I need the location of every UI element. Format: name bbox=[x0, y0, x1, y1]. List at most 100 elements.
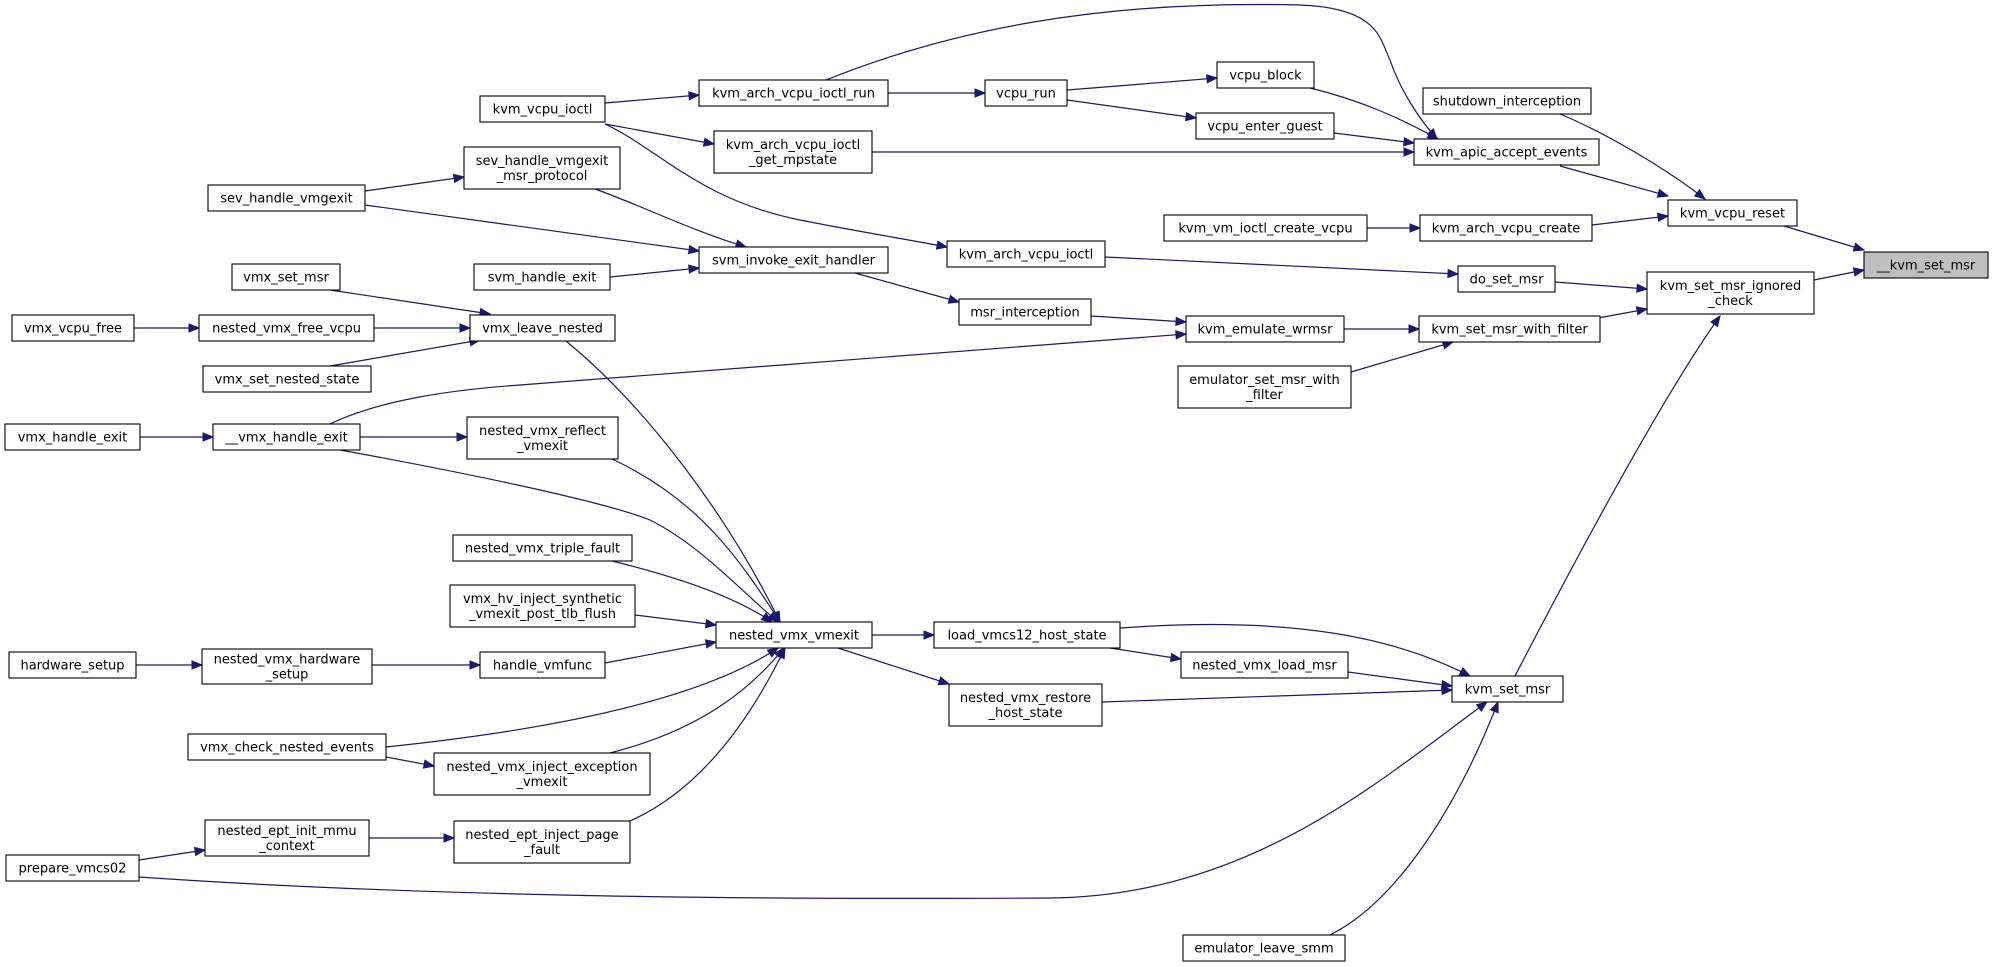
edge-vmx_vcpu_free-to-nested_vmx_free_vcpu bbox=[134, 323, 201, 333]
node-kvm-apic-accept-events[interactable]: kvm_apic_accept_events bbox=[1413, 138, 1600, 166]
node-label: shutdown_interception bbox=[1433, 95, 1581, 110]
edge-vmx_handle_exit-to-vmx_handle_exit_dunder bbox=[140, 432, 215, 442]
node-box bbox=[231, 263, 341, 291]
edge-line bbox=[604, 123, 715, 145]
node-nested-vmx-load-msr[interactable]: nested_vmx_load_msr bbox=[1180, 651, 1349, 679]
node-label: nested_vmx_restore bbox=[960, 691, 1091, 706]
node-box bbox=[11, 314, 135, 342]
node-kvm-emulate-wrmsr[interactable]: kvm_emulate_wrmsr bbox=[1185, 315, 1345, 343]
edge-vmx_check_nested_events-to-nested_vmx_vmexit bbox=[385, 647, 780, 748]
node-label: nested_vmx_free_vcpu bbox=[212, 322, 361, 337]
node-nested-vmx-free-vcpu[interactable]: nested_vmx_free_vcpu bbox=[198, 314, 375, 342]
edge-vmx_check_nested_events-to-nested_vmx_inject_exception_vmexit bbox=[385, 756, 436, 769]
node-nested-ept-inject-page-fault[interactable]: nested_ept_inject_page_fault bbox=[453, 820, 631, 864]
node-nested-vmx-hardware-setup[interactable]: nested_vmx_hardware_setup bbox=[201, 648, 373, 685]
node-kvm-set-msr-ignored-check[interactable]: kvm_set_msr_ignored_check bbox=[1646, 271, 1815, 315]
node-label: prepare_vmcs02 bbox=[19, 862, 127, 877]
edge-msr_interception-to-kvm_emulate_wrmsr bbox=[1090, 315, 1188, 327]
edge-kvm_set_msr_with_filter-to-kvm_set_msr_ignored_check bbox=[1597, 306, 1649, 319]
node-box bbox=[1163, 214, 1368, 242]
node-label: __kvm_set_msr bbox=[1876, 259, 1976, 274]
edge-kvm_arch_vcpu_ioctl_get_mpstate-to-kvm_apic_accept_events bbox=[872, 147, 1416, 157]
node-nested-vmx-reflect-vmexit[interactable]: nested_vmx_reflect_vmexit bbox=[466, 416, 619, 460]
node-vmx-set-nested-state[interactable]: vmx_set_nested_state bbox=[202, 365, 372, 393]
edge-line bbox=[1090, 315, 1187, 323]
node-msr-interception[interactable]: msr_interception bbox=[958, 298, 1092, 326]
node-label: kvm_set_msr_with_filter bbox=[1431, 323, 1588, 338]
node-sev-handle-vmgexit-msr-protocol[interactable]: sev_handle_vmgexit_msr_protocol bbox=[463, 146, 621, 190]
node-kvm-set-msr[interactable]: kvm_set_msr bbox=[1451, 675, 1564, 703]
node-box bbox=[198, 314, 375, 342]
node-emulator-leave-smm[interactable]: emulator_leave_smm bbox=[1182, 934, 1346, 962]
node-vmx-check-nested-events[interactable]: vmx_check_nested_events bbox=[187, 733, 387, 761]
edge-line bbox=[1333, 132, 1415, 144]
node-kvm-arch-vcpu-create[interactable]: kvm_arch_vcpu_create bbox=[1419, 214, 1593, 242]
node-kvm-vcpu-ioctl[interactable]: kvm_vcpu_ioctl bbox=[479, 95, 606, 123]
edge-kvm_arch_vcpu_ioctl-to-do_set_msr bbox=[1104, 256, 1460, 279]
node-label: sev_handle_vmgexit bbox=[476, 154, 609, 169]
node-vmx-handle-exit[interactable]: vmx_handle_exit bbox=[4, 423, 141, 451]
node-nested-vmx-inject-exception-vmexit[interactable]: nested_vmx_inject_exception_vmexit bbox=[433, 752, 651, 796]
edge-vmx_hv_inject_synthetic-to-nested_vmx_vmexit bbox=[634, 614, 718, 629]
node-svm-handle-exit[interactable]: svm_handle_exit bbox=[473, 263, 611, 291]
node-label: nested_vmx_hardware bbox=[214, 653, 361, 668]
node-vmx-set-msr[interactable]: vmx_set_msr bbox=[231, 263, 341, 291]
edge-line bbox=[837, 647, 950, 685]
node-kvm-arch-vcpu-ioctl-get-mpstate[interactable]: kvm_arch_vcpu_ioctl_get_mpstate bbox=[713, 130, 873, 174]
node-label: vmx_leave_nested bbox=[482, 322, 603, 337]
node-label: kvm_set_msr_ignored bbox=[1660, 279, 1801, 294]
edge-line bbox=[138, 701, 1488, 900]
edge-arrowhead bbox=[704, 639, 718, 649]
node-box bbox=[1413, 138, 1600, 166]
edge-line bbox=[629, 647, 786, 822]
node-handle-vmfunc[interactable]: handle_vmfunc bbox=[479, 651, 606, 679]
node-label: nested_vmx_triple_fault bbox=[465, 542, 620, 557]
edge-hardware_setup-to-nested_vmx_hardware_setup bbox=[136, 660, 204, 670]
edge-arrowhead bbox=[702, 137, 716, 147]
node-label: sev_handle_vmgexit bbox=[220, 192, 353, 207]
edge-arrowhead bbox=[1403, 147, 1416, 157]
edge-line bbox=[611, 458, 781, 623]
node-sev-handle-vmgexit[interactable]: sev_handle_vmgexit bbox=[207, 184, 366, 212]
node-prepare-vmcs02[interactable]: prepare_vmcs02 bbox=[5, 854, 140, 882]
node-label: vmx_handle_exit bbox=[18, 431, 128, 446]
edge-arrowhead bbox=[452, 173, 466, 184]
node-box bbox=[715, 621, 873, 649]
node-vmx-vcpu-free[interactable]: vmx_vcpu_free bbox=[11, 314, 135, 342]
node-kvm-vm-ioctl-create-vcpu[interactable]: kvm_vm_ioctl_create_vcpu bbox=[1163, 214, 1368, 242]
node-nested-vmx-triple-fault[interactable]: nested_vmx_triple_fault bbox=[452, 534, 633, 562]
edge-line bbox=[565, 340, 781, 623]
node-box bbox=[452, 534, 633, 562]
node-kvm-vcpu-reset[interactable]: kvm_vcpu_reset bbox=[1667, 199, 1798, 227]
node-label: __vmx_handle_exit bbox=[224, 431, 348, 446]
node-shutdown-interception[interactable]: shutdown_interception bbox=[1422, 87, 1592, 115]
node-nested-vmx-vmexit[interactable]: nested_vmx_vmexit bbox=[715, 621, 873, 649]
edge-nested_vmx_reflect_vmexit-to-nested_vmx_vmexit bbox=[611, 458, 781, 624]
node-vmx-handle-exit-dunder[interactable]: __vmx_handle_exit bbox=[212, 423, 361, 451]
edge-line bbox=[329, 289, 491, 315]
node-do-set-msr[interactable]: do_set_msr bbox=[1457, 265, 1556, 293]
edge-nested_vmx_inject_exception_vmexit-to-nested_vmx_vmexit bbox=[609, 646, 785, 754]
node-vmx-hv-inject-synthetic[interactable]: vmx_hv_inject_synthetic_vmexit_post_tlb_… bbox=[449, 584, 636, 628]
edge-arrowhead bbox=[974, 88, 987, 98]
node-label: nested_ept_init_mmu bbox=[217, 824, 356, 839]
node-emulator-set-msr-with-filter[interactable]: emulator_set_msr_with_filter bbox=[1177, 365, 1352, 409]
node-kvm-set-msr-dunder[interactable]: __kvm_set_msr bbox=[1863, 251, 1989, 279]
edge-arrowhead bbox=[1852, 242, 1866, 252]
edge-kvm_vm_ioctl_create_vcpu-to-kvm_arch_vcpu_create bbox=[1367, 223, 1422, 233]
node-kvm-arch-vcpu-ioctl-run[interactable]: kvm_arch_vcpu_ioctl_run bbox=[698, 79, 889, 107]
node-hardware-setup[interactable]: hardware_setup bbox=[8, 651, 137, 679]
node-nested-ept-init-mmu-context[interactable]: nested_ept_init_mmu_context bbox=[204, 819, 370, 857]
node-vmx-leave-nested[interactable]: vmx_leave_nested bbox=[469, 314, 616, 342]
node-vcpu-enter-guest[interactable]: vcpu_enter_guest bbox=[1195, 112, 1335, 140]
node-kvm-set-msr-with-filter[interactable]: kvm_set_msr_with_filter bbox=[1418, 315, 1601, 343]
node-vcpu-block[interactable]: vcpu_block bbox=[1216, 61, 1315, 89]
node-nested-vmx-restore-host-state[interactable]: nested_vmx_restore_host_state bbox=[948, 683, 1103, 727]
node-label: _context bbox=[258, 839, 315, 854]
node-svm-invoke-exit-handler[interactable]: svm_invoke_exit_handler bbox=[698, 246, 889, 274]
node-load-vmcs12-host-state[interactable]: load_vmcs12_host_state bbox=[933, 621, 1121, 649]
node-kvm-arch-vcpu-ioctl[interactable]: kvm_arch_vcpu_ioctl bbox=[946, 240, 1106, 268]
node-vcpu-run[interactable]: vcpu_run bbox=[984, 79, 1068, 107]
edge-arrowhead bbox=[776, 646, 786, 660]
